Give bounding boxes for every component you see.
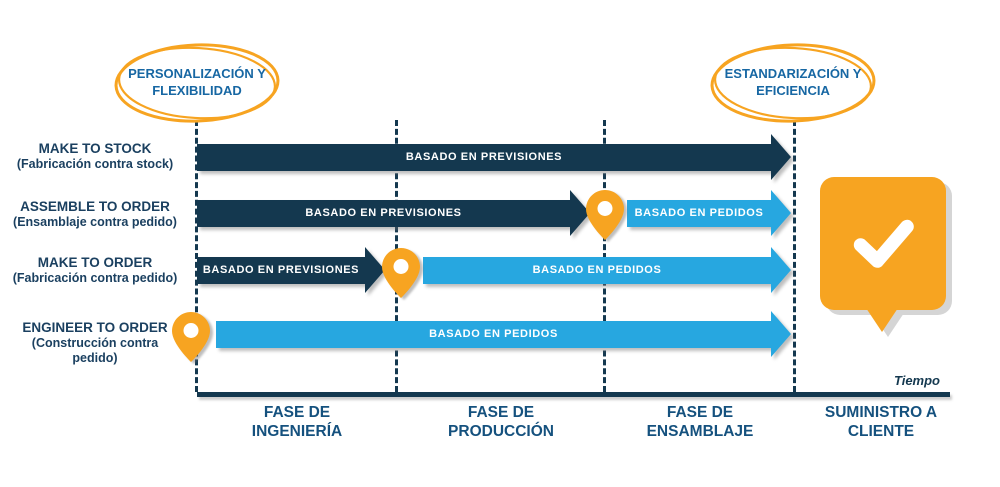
standardization-label: ESTANDARIZACIÓN Y EFICIENCIA	[724, 66, 862, 98]
phase-label-production: FASE DE PRODUCCIÓN	[448, 404, 554, 441]
sketch-ellipse-icon	[114, 43, 280, 123]
ato-forecast-bar: BASADO EN PREVISIONES	[197, 190, 590, 236]
row-label-assemble-to-order: ASSEMBLE TO ORDER (Ensamblaje contra ped…	[1, 199, 189, 230]
strategy-desc: (Ensamblaje contra pedido)	[13, 215, 177, 230]
arrowhead-icon	[771, 134, 791, 180]
strategy-desc: (Fabricación contra pedido)	[12, 271, 178, 286]
strategy-name: MAKE TO ORDER	[37, 255, 153, 270]
bar-label: BASADO EN PREVISIONES	[197, 199, 570, 227]
checkmark-icon	[853, 219, 914, 268]
personalization-ellipse: PERSONALIZACIÓN Y FLEXIBILIDAD	[112, 40, 282, 126]
bar-label: BASADO EN PEDIDOS	[423, 256, 771, 284]
strategy-desc: (Fabricación contra stock)	[16, 157, 174, 172]
row-label-make-to-order: MAKE TO ORDER (Fabricación contra pedido…	[1, 255, 189, 286]
row-label-engineer-to-order: ENGINEER TO ORDER (Construcción contra p…	[11, 320, 179, 366]
strategy-name: MAKE TO STOCK	[38, 141, 152, 156]
sketch-ellipse-icon	[710, 43, 876, 123]
bar-label: BASADO EN PREVISIONES	[197, 256, 365, 284]
personalization-label: PERSONALIZACIÓN Y FLEXIBILIDAD	[128, 66, 266, 98]
phase-label-assembly: FASE DE ENSAMBLAJE	[646, 404, 754, 441]
arrowhead-icon	[365, 247, 385, 293]
phase-divider-line-1	[195, 120, 198, 392]
strategy-desc: (Construcción contra pedido)	[31, 336, 159, 366]
bar-label: BASADO EN PEDIDOS	[627, 199, 771, 227]
strategy-name: ASSEMBLE TO ORDER	[20, 199, 170, 214]
phase-label-engineering: FASE DE INGENIERÍA	[251, 404, 343, 441]
bubble-body	[820, 177, 946, 310]
mts-forecast-bar: BASADO EN PREVISIONES	[197, 134, 791, 180]
phase-divider-line-4	[793, 120, 796, 392]
phase-divider-line-3	[603, 120, 606, 392]
decoupling-point-pin-icon	[382, 248, 420, 298]
bubble-tail	[866, 308, 898, 332]
customer-check-bubble	[820, 177, 950, 337]
time-axis-label: Tiempo	[894, 373, 940, 388]
eto-orders-bar: BASADO EN PEDIDOS	[216, 311, 791, 357]
ato-orders-bar: BASADO EN PEDIDOS	[627, 190, 791, 236]
decoupling-point-pin-icon	[586, 190, 624, 240]
time-axis	[197, 392, 950, 397]
mto-orders-bar: BASADO EN PEDIDOS	[423, 247, 791, 293]
decoupling-point-pin-icon	[172, 312, 210, 362]
strategy-name: ENGINEER TO ORDER	[22, 320, 168, 335]
row-label-make-to-stock: MAKE TO STOCK (Fabricación contra stock)	[1, 141, 189, 172]
arrowhead-icon	[771, 247, 791, 293]
mto-forecast-bar: BASADO EN PREVISIONES	[197, 247, 385, 293]
arrowhead-icon	[771, 190, 791, 236]
bar-label: BASADO EN PREVISIONES	[197, 143, 771, 171]
arrowhead-icon	[771, 311, 791, 357]
bar-label: BASADO EN PEDIDOS	[216, 320, 771, 348]
standardization-ellipse: ESTANDARIZACIÓN Y EFICIENCIA	[708, 40, 878, 126]
phase-label-customer-supply: SUMINISTRO A CLIENTE	[824, 404, 938, 441]
arrowhead-icon	[570, 190, 590, 236]
